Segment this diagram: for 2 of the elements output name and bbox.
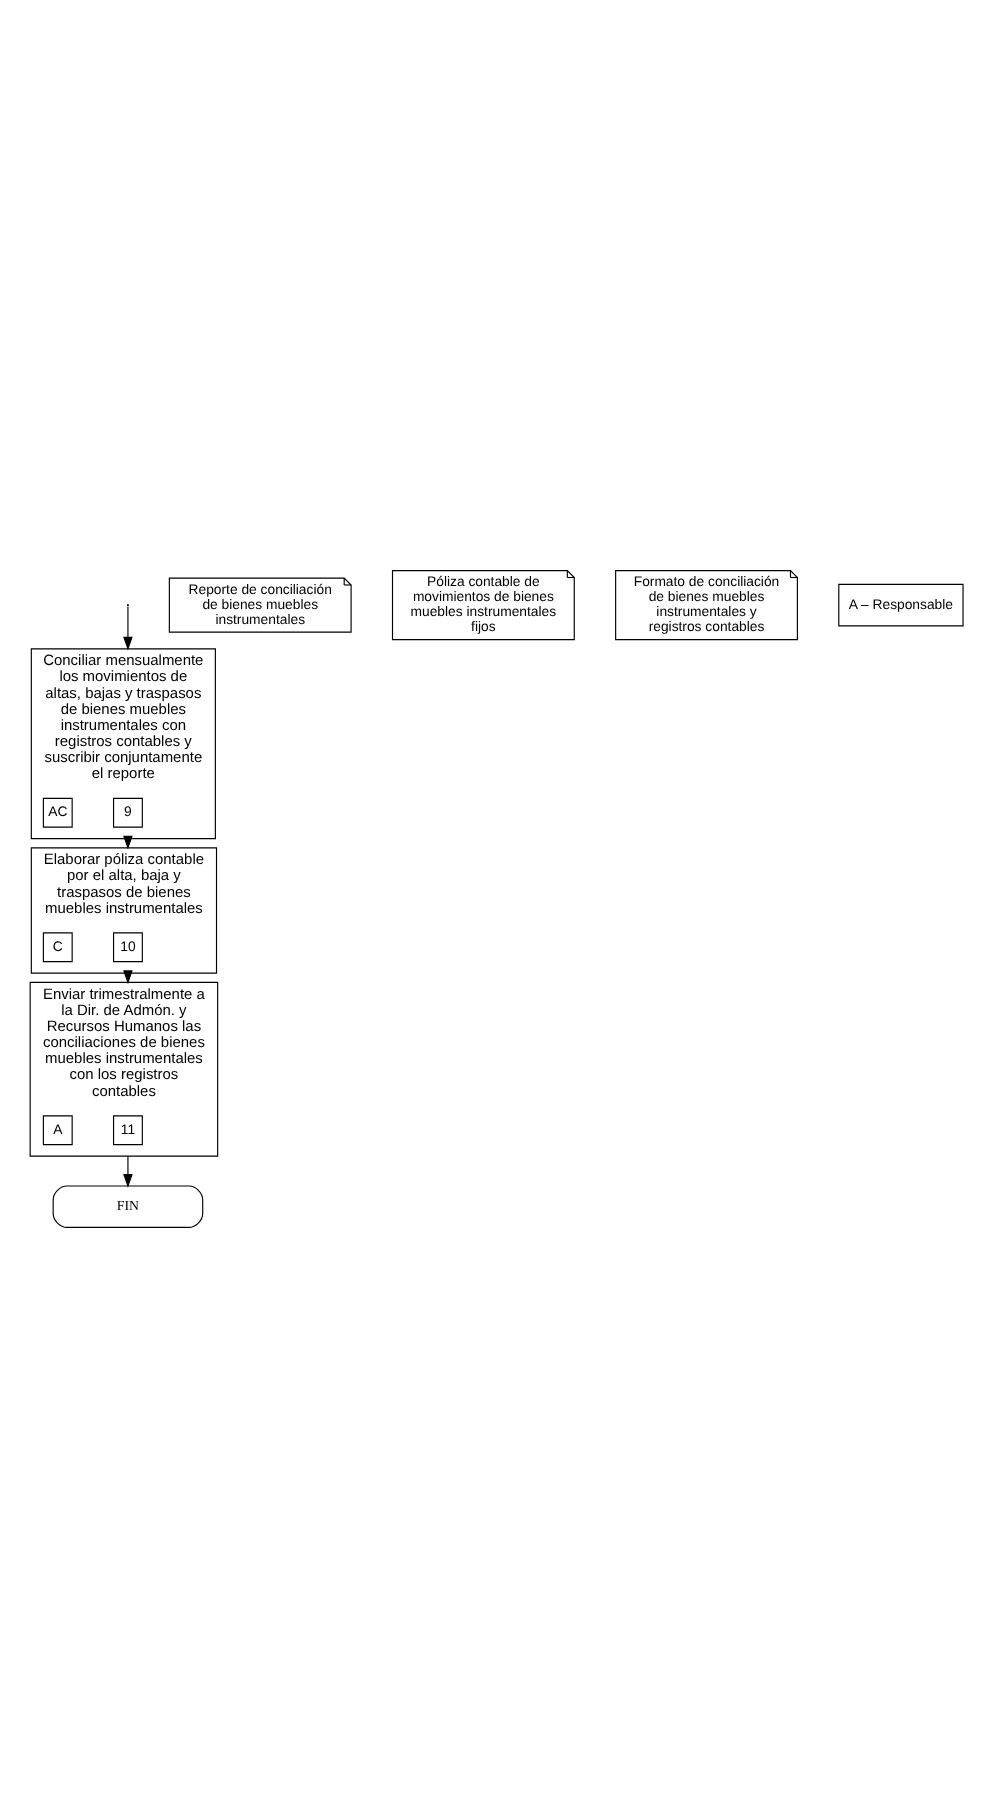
arrow [123, 1155, 133, 1188]
arrow [123, 605, 133, 651]
